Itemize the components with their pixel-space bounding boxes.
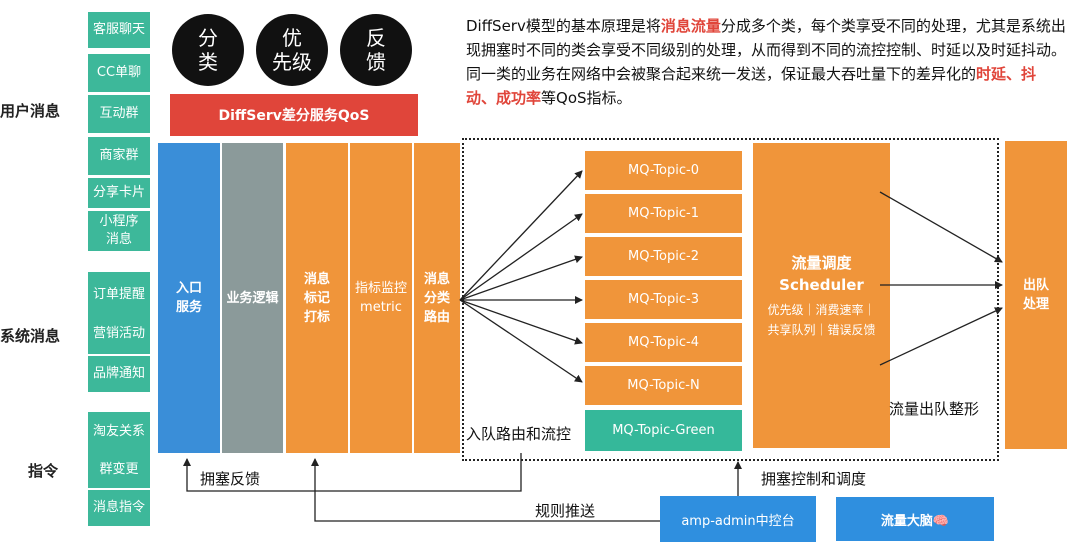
- scheduler-detail: 优先级｜消费速率｜ 共享队列｜错误反馈: [767, 302, 876, 337]
- metric-monitor: 指标监控 metric: [350, 143, 412, 453]
- mq-topic-box: MQ-Topic-0: [585, 151, 742, 190]
- desc-part: 等QoS指标。: [541, 89, 632, 107]
- dequeue-processing: 出队 处理: [1005, 141, 1067, 449]
- scheduler-title: 流量调度 Scheduler: [779, 253, 864, 294]
- desc-highlight: 时延、抖动、成功率: [466, 65, 1037, 107]
- user-msg-item: 分享卡片: [88, 178, 150, 208]
- circle-text-bottom: 先级: [272, 50, 312, 74]
- route-arrow: [459, 170, 583, 301]
- command-item: 消息指令: [88, 490, 150, 526]
- priority-circle: 优先级: [256, 14, 328, 86]
- mq-topic-box: MQ-Topic-1: [585, 194, 742, 233]
- diffserv-qos-banner: DiffServ差分服务QoS: [170, 94, 418, 136]
- mq-topic-box: MQ-Topic-2: [585, 237, 742, 276]
- mq-topic-box: MQ-Topic-4: [585, 323, 742, 362]
- user-msg-item: 小程序 消息: [88, 211, 150, 251]
- message-routing: 消息 分类 路由: [414, 143, 460, 453]
- route-arrow: [459, 299, 583, 383]
- circle-text-bottom: 馈: [366, 50, 386, 74]
- route-arrow: [459, 255, 583, 301]
- user-msg-item: 互动群: [88, 95, 150, 133]
- user-msg-item: 商家群: [88, 137, 150, 175]
- user-messages-label: 用户消息: [0, 102, 61, 120]
- congestion-feedback-label: 拥塞反馈: [200, 470, 261, 488]
- shaping-label: 流量出队整形: [889, 400, 980, 418]
- desc-highlight: 消息流量: [660, 17, 721, 35]
- rule-push-label: 规则推送: [535, 502, 596, 520]
- circle-text-top: 分: [198, 26, 218, 50]
- mq-topic-box: MQ-Topic-N: [585, 366, 742, 405]
- system-msg-item: 品牌通知: [88, 356, 150, 392]
- desc-part: 分成多个类，每个类享受不同的处理，尤其是系统出现拥塞时不同的类会享受不同级别的处…: [466, 17, 1067, 83]
- mq-topic-box: MQ-Topic-3: [585, 280, 742, 319]
- description-text: DiffServ模型的基本原理是将消息流量分成多个类，每个类享受不同的处理，尤其…: [466, 14, 1066, 110]
- enqueue-label: 入队路由和流控: [466, 425, 572, 443]
- rule-push-arrow: [311, 458, 660, 522]
- feedback-arrow: [183, 453, 522, 492]
- circle-text-top: 反: [366, 26, 386, 50]
- circle-text-bottom: 类: [198, 50, 218, 74]
- command-label: 指令: [28, 462, 59, 480]
- message-tagging: 消息 标记 打标: [286, 143, 348, 453]
- command-item: 淘友关系: [88, 412, 150, 452]
- user-msg-item: 客服聊天: [88, 12, 150, 48]
- route-arrow: [459, 299, 583, 345]
- command-item: 群变更: [88, 452, 150, 488]
- user-msg-item: CC单聊: [88, 54, 150, 92]
- scheduler-box: 流量调度 Scheduler 优先级｜消费速率｜ 共享队列｜错误反馈: [753, 143, 890, 448]
- dequeue-arrow: [879, 307, 1003, 366]
- system-msg-item: 营销活动: [88, 314, 150, 354]
- amp-admin-console[interactable]: amp-admin中控台: [660, 496, 816, 542]
- traffic-brain[interactable]: 流量大脑🧠: [836, 497, 994, 541]
- entry-service: 入口 服务: [158, 143, 220, 453]
- dequeue-arrow: [879, 191, 1003, 263]
- system-msg-item: 订单提醒: [88, 272, 150, 318]
- desc-part: DiffServ模型的基本原理是将: [466, 17, 661, 35]
- system-messages-label: 系统消息: [0, 327, 61, 345]
- classify-circle: 分类: [172, 14, 244, 86]
- feedback-circle: 反馈: [340, 14, 412, 86]
- circle-text-top: 优: [282, 26, 302, 50]
- route-arrow: [459, 213, 583, 301]
- mq-topic-green: MQ-Topic-Green: [585, 410, 742, 451]
- congestion-control-label: 拥塞控制和调度: [761, 470, 867, 488]
- business-logic: 业务逻辑: [222, 143, 283, 453]
